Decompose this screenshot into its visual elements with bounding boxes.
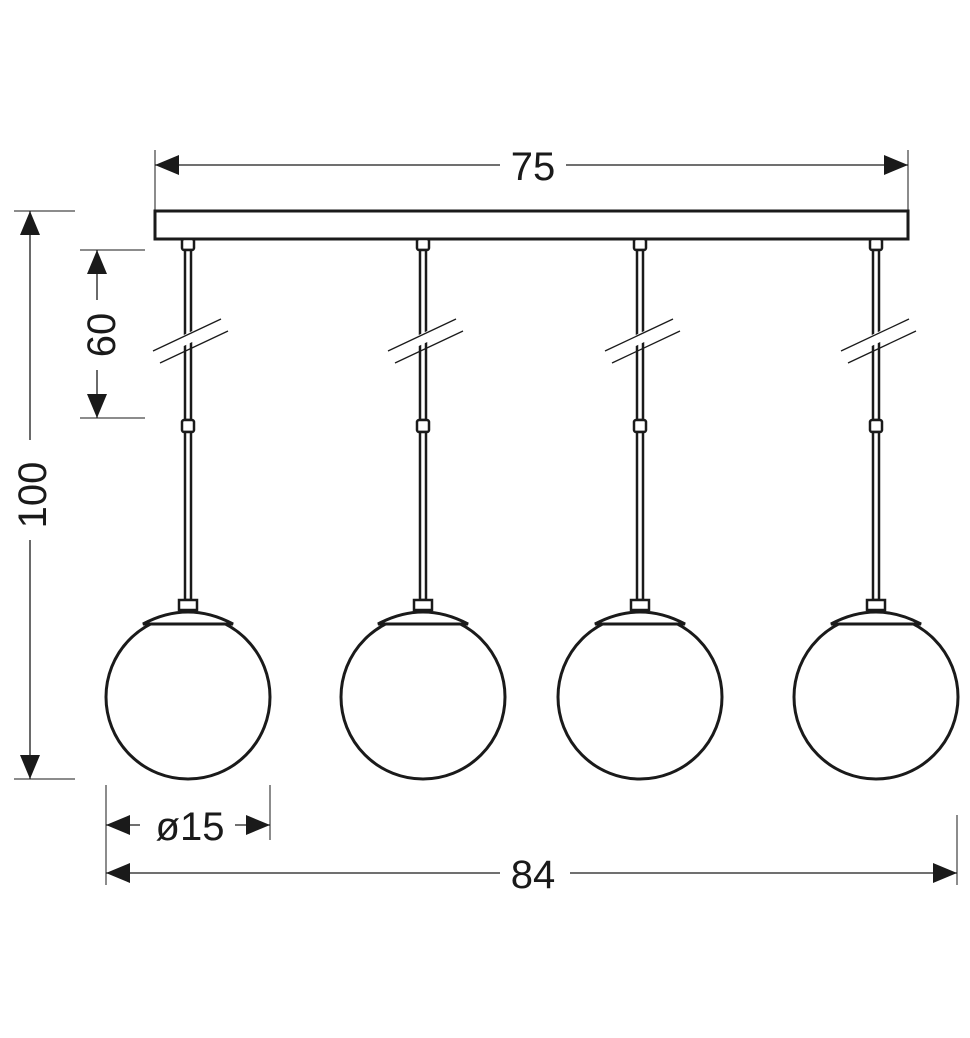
globe-cap [142, 610, 234, 626]
total-width-label: 84 [511, 853, 556, 897]
arrowhead [884, 155, 908, 175]
rod [871, 430, 881, 602]
globe-shade [556, 613, 724, 781]
break-gap [150, 317, 226, 360]
arrowhead [106, 863, 130, 883]
cable-joint [180, 418, 196, 434]
arrowhead [246, 815, 270, 835]
socket-cap [412, 598, 434, 612]
break-mark [840, 318, 910, 352]
pendant-4 [792, 237, 960, 781]
canopy [153, 209, 910, 241]
arrowhead [20, 211, 40, 235]
canopy-width-label: 75 [511, 145, 556, 189]
break-mark [152, 318, 222, 352]
cable-connector [180, 237, 196, 252]
arrowhead [20, 755, 40, 779]
break-gap [838, 317, 914, 360]
cable-connector [415, 237, 431, 252]
rod [418, 430, 428, 602]
pendant-1 [104, 237, 272, 781]
rod [635, 430, 645, 602]
globe-cap [594, 610, 686, 626]
break-mark [394, 330, 464, 364]
break-gap [385, 317, 461, 360]
dimension-lines [14, 150, 958, 885]
break-mark [159, 330, 229, 364]
total-height-label: 100 [11, 462, 55, 529]
cable-joint [415, 418, 431, 434]
arrowhead [87, 394, 107, 418]
socket-cap [177, 598, 199, 612]
arrowhead [155, 155, 179, 175]
cable-joint [632, 418, 648, 434]
break-mark [611, 330, 681, 364]
socket-cap [629, 598, 651, 612]
rod [183, 430, 193, 602]
break-mark [847, 330, 917, 364]
globe-cap [830, 610, 922, 626]
pendant-2 [339, 237, 507, 781]
break-mark [387, 318, 457, 352]
break-mark [604, 318, 674, 352]
lamp [104, 209, 960, 781]
arrowhead [87, 250, 107, 274]
arrowhead [106, 815, 130, 835]
globe-diameter-label: ø15 [156, 805, 225, 849]
cable-length-label: 60 [80, 313, 124, 358]
cable-connector [868, 237, 884, 252]
globe-shade [792, 613, 960, 781]
socket-cap [865, 598, 887, 612]
arrowhead [933, 863, 957, 883]
globe-shade [104, 613, 272, 781]
cable-joint [868, 418, 884, 434]
globe-cap [377, 610, 469, 626]
pendant-3 [556, 237, 724, 781]
globe-shade [339, 613, 507, 781]
break-gap [602, 317, 678, 360]
cable-connector [632, 237, 648, 252]
